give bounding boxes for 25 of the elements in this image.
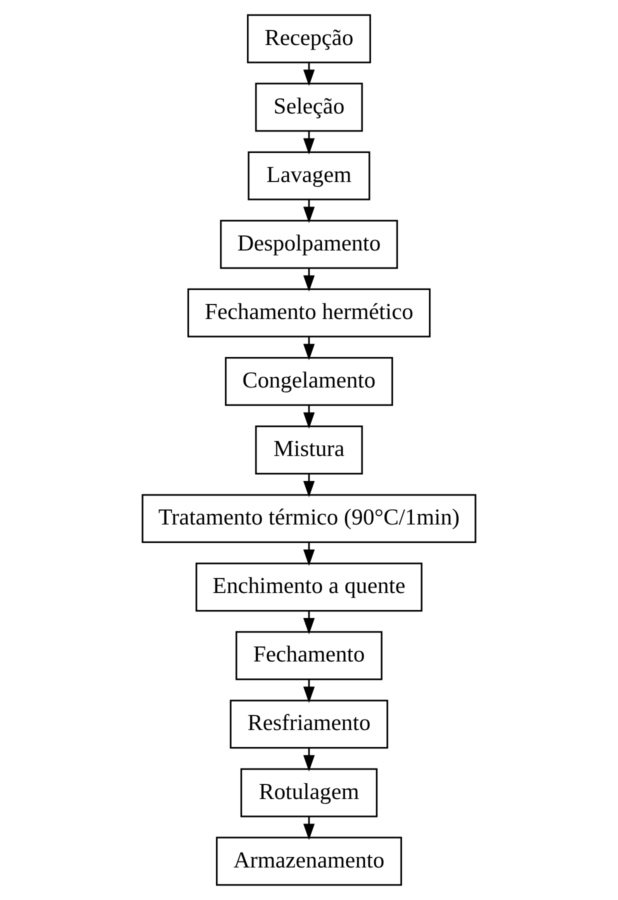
node-box: Seleção bbox=[255, 82, 363, 132]
arrow bbox=[303, 131, 315, 155]
node-box: Fechamento hermético bbox=[187, 288, 431, 338]
arrow bbox=[303, 610, 315, 634]
arrow bbox=[303, 62, 315, 86]
node-box: Resfriamento bbox=[230, 700, 388, 749]
node-box: Armazenamento bbox=[216, 836, 402, 886]
arrow bbox=[303, 679, 315, 703]
arrow bbox=[303, 474, 315, 498]
node-box: Rotulagem bbox=[240, 768, 378, 818]
arrow bbox=[303, 816, 315, 840]
node-box: Tratamento térmico (90°C/1min) bbox=[142, 494, 476, 544]
arrow bbox=[303, 405, 315, 429]
arrow bbox=[303, 268, 315, 292]
node-box: Lavagem bbox=[248, 151, 370, 200]
node-box: Fechamento bbox=[236, 631, 382, 680]
node-box: Congelamento bbox=[224, 356, 394, 406]
arrow bbox=[303, 336, 315, 360]
node-box: Mistura bbox=[255, 426, 363, 474]
node-box: Enchimento a quente bbox=[196, 562, 422, 612]
arrow bbox=[303, 200, 315, 224]
arrow bbox=[303, 542, 315, 566]
node-box: Despolpamento bbox=[220, 220, 398, 269]
node-box: Recepção bbox=[246, 14, 372, 64]
arrow bbox=[303, 748, 315, 772]
